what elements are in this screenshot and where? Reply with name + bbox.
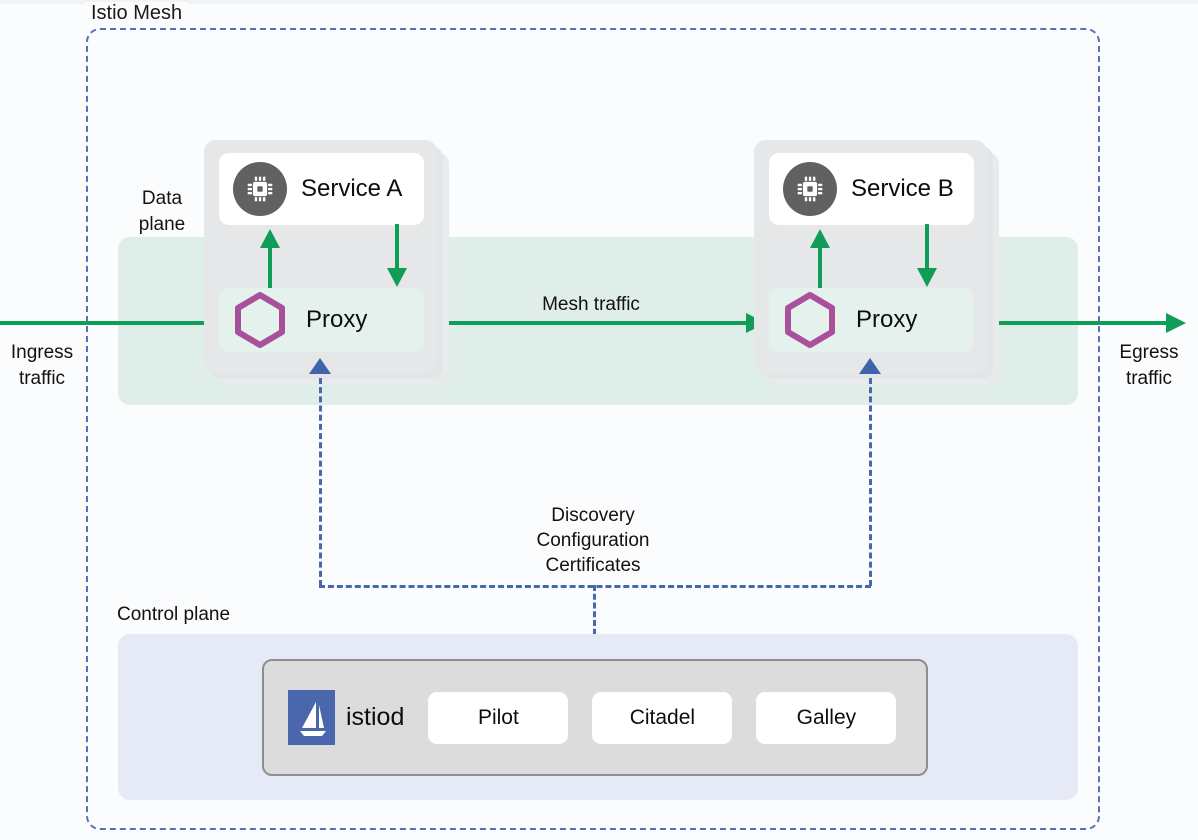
egress-traffic-arrow	[970, 313, 1186, 333]
control-line-to-istiod	[593, 585, 596, 661]
istio-sail-logo	[288, 690, 335, 745]
data-plane-label: Data plane	[138, 188, 186, 235]
mesh-traffic-label: Mesh traffic	[542, 294, 640, 315]
component-galley[interactable]: Galley	[756, 691, 897, 744]
envoy-hexagon-icon	[782, 292, 838, 348]
cpu-chip-icon	[233, 162, 287, 216]
egress-traffic-label: Egress traffic	[1119, 342, 1179, 389]
service-container-b[interactable]: Service B	[769, 153, 974, 225]
top-edge-strip	[0, 0, 1198, 4]
ingress-traffic-label: Ingress traffic	[10, 342, 74, 389]
service-to-proxy-arrow	[387, 224, 407, 287]
proxy-container-b[interactable]: Proxy	[769, 288, 974, 352]
istiod-label: istiod	[346, 703, 405, 731]
istio-mesh-label: Istio Mesh	[85, 2, 189, 24]
service-name-label: Service A	[301, 175, 403, 202]
service-name-label: Service B	[851, 175, 954, 202]
control-arrow-head-b	[859, 358, 881, 374]
proxy-container-a[interactable]: Proxy	[219, 288, 424, 352]
control-arrow-head-a	[309, 358, 331, 374]
control-signals-label: Discovery Configuration Certificates	[536, 505, 650, 576]
pod-service-a[interactable]: Service A Proxy	[204, 140, 449, 385]
istio-mesh-boundary	[86, 28, 1100, 830]
control-line-vertical-a	[319, 378, 322, 586]
pod-service-b[interactable]: Service B Proxy	[754, 140, 999, 385]
istiod-container[interactable]: istiod Pilot Citadel Galley	[262, 659, 928, 776]
control-plane-label: Control plane	[117, 604, 231, 625]
component-pilot[interactable]: Pilot	[428, 691, 569, 744]
ingress-traffic-arrow	[0, 313, 226, 333]
control-line-vertical-b	[869, 378, 872, 586]
proxy-label: Proxy	[856, 306, 918, 333]
cpu-chip-icon	[783, 162, 837, 216]
service-to-proxy-arrow	[917, 224, 937, 287]
proxy-to-service-arrow	[810, 229, 830, 290]
service-container-a[interactable]: Service A	[219, 153, 424, 225]
component-citadel[interactable]: Citadel	[592, 691, 733, 744]
proxy-label: Proxy	[306, 306, 368, 333]
proxy-to-service-arrow	[260, 229, 280, 290]
envoy-hexagon-icon	[232, 292, 288, 348]
